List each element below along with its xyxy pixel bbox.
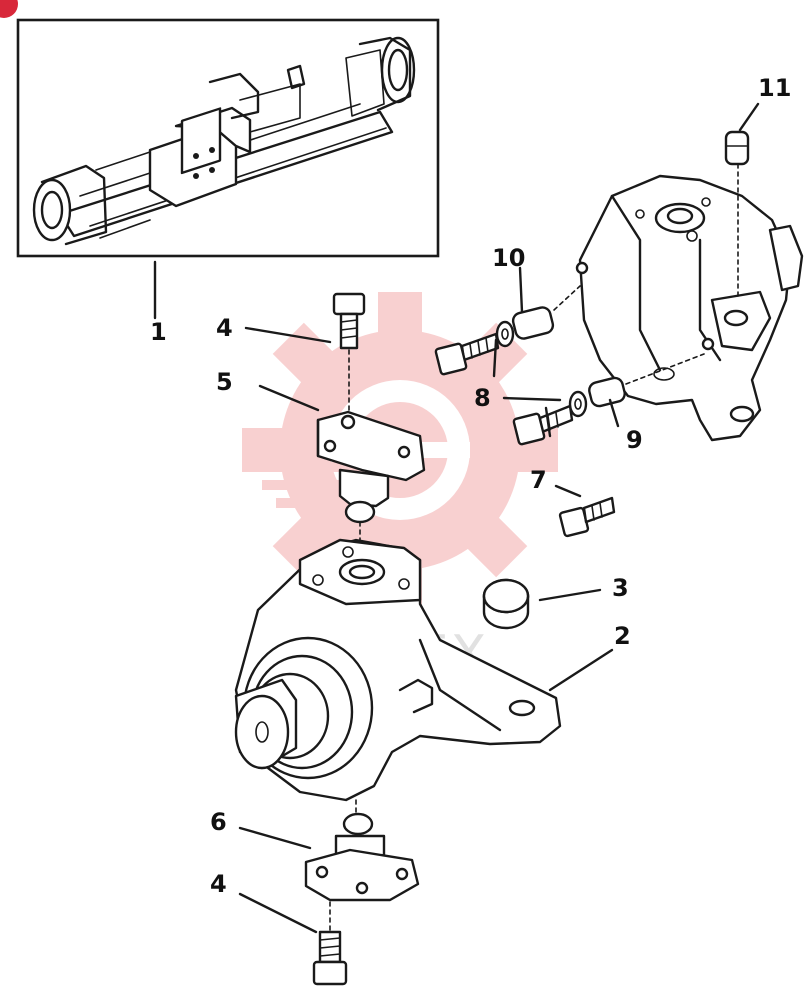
callout-5: 5	[216, 368, 233, 396]
callout-7: 7	[530, 466, 547, 494]
axle-assembly-inset	[16, 18, 440, 258]
callout-3: 3	[612, 574, 629, 602]
steering-knuckle-upper	[575, 130, 804, 442]
callout-8: 8	[474, 384, 491, 412]
leader-lines	[153, 102, 760, 934]
corner-badge	[0, 0, 18, 18]
callout-10: 10	[492, 244, 525, 272]
callout-2: 2	[614, 622, 631, 650]
callout-6: 6	[210, 808, 227, 836]
callout-4-bottom: 4	[210, 870, 227, 898]
upper-bolt-set	[434, 285, 581, 376]
lower-bolt-set	[512, 353, 705, 538]
lower-ball-joint	[304, 812, 420, 986]
callout-4-top: 4	[216, 314, 233, 342]
callout-1: 1	[150, 318, 167, 346]
plug	[482, 578, 530, 630]
callouts: 1 2 3 4 4 5 6 7 8 9 10 11	[150, 74, 791, 898]
steering-knuckle-main	[234, 538, 562, 831]
callout-11: 11	[758, 74, 791, 102]
callout-9: 9	[626, 426, 643, 454]
